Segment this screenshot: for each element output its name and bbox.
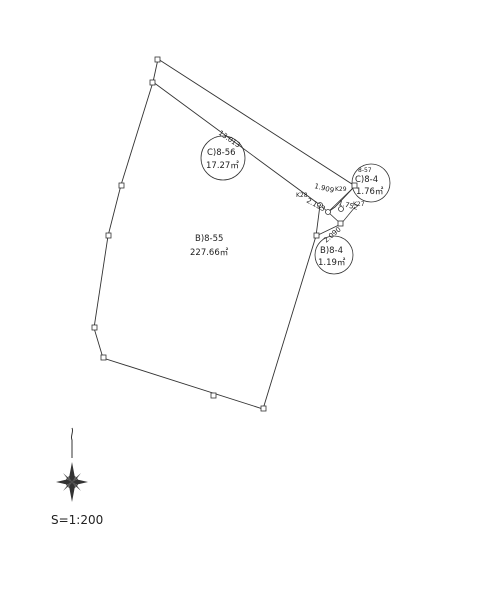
parcel-strip-code: C)8-56 (207, 148, 236, 158)
boundary-markers (91, 56, 358, 412)
boundary-marker (149, 79, 156, 86)
parcel-strip-label-circle (200, 135, 246, 181)
boundary-marker (325, 209, 331, 215)
parcel-main-code: B)8-55 (195, 234, 223, 244)
parcel-strip-end-line (152, 58, 159, 83)
boundary-marker (260, 405, 267, 412)
boundary-marker (313, 232, 320, 239)
dimension-k28-seg: 2.133 (305, 197, 326, 213)
boundary-marker (338, 206, 344, 212)
point-label-k29: K29 (335, 186, 347, 193)
dimension-top-edge: 13.013 (217, 129, 242, 149)
north-arrow-icon (70, 427, 74, 458)
parcel-small-divider (327, 185, 356, 213)
parcel-small-c-area: 1.76㎡ (356, 187, 384, 197)
boundary-marker (91, 324, 98, 331)
parcel-main-outline (93, 81, 321, 410)
boundary-marker (154, 56, 161, 63)
point-label-k28: K28 (296, 192, 308, 199)
boundary-marker (337, 220, 344, 227)
boundary-marker (118, 182, 125, 189)
parcel-small-b-code: B)8-4 (320, 246, 343, 256)
point-label-k27: K27 (353, 201, 365, 208)
boundary-marker (351, 182, 358, 189)
boundary-marker (317, 202, 323, 208)
boundary-marker (210, 392, 217, 399)
parcel-small-c-code: C)8-4 (355, 175, 378, 185)
parcel-main-area: 227.66㎡ (190, 248, 229, 258)
dimension-k28-k29: 1.909 (314, 182, 335, 195)
scale-label: S=1:200 (51, 513, 104, 527)
compass-rose-icon (56, 427, 88, 502)
boundary-marker (100, 354, 107, 361)
parcel-small-b-label-circle (314, 235, 354, 275)
parcel-strip-outer-edge (157, 58, 356, 213)
parcel-small-boundary (315, 204, 342, 237)
boundary-marker (105, 232, 112, 239)
parcel-strip-area: 17.27㎡ (206, 161, 239, 171)
parcel-small-c-extra: 8-57 (358, 167, 372, 174)
parcel-small-b-area: 1.19㎡ (318, 258, 346, 268)
